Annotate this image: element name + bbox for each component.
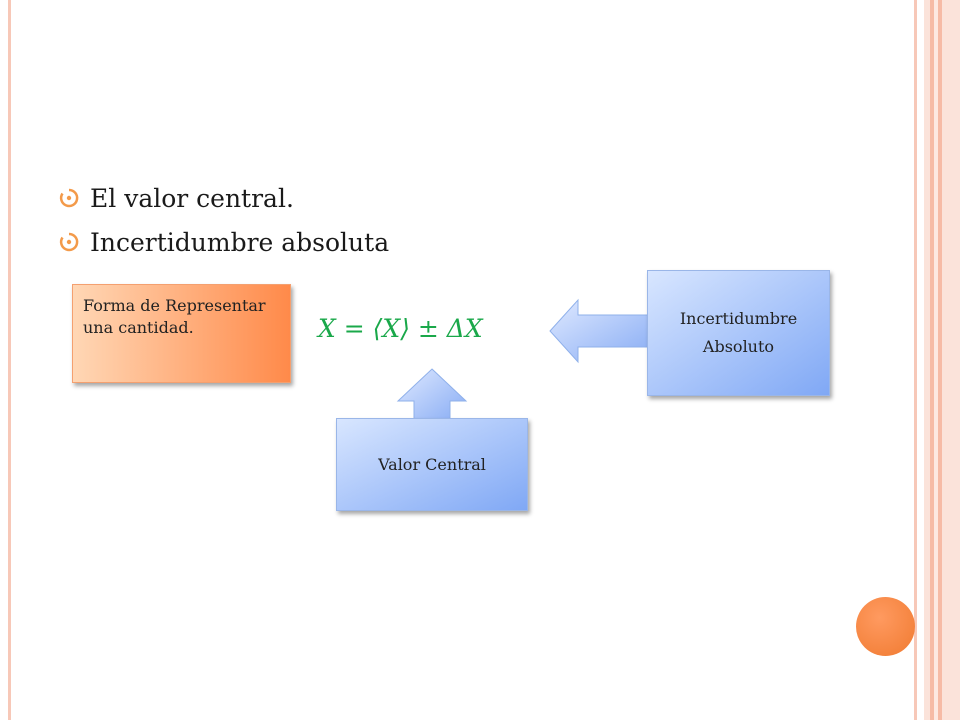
slide-frame-left [8, 0, 11, 720]
bullet-list: El valor central. Incertidumbre absoluta [58, 176, 389, 264]
incertidumbre-line1: Incertidumbre [679, 309, 798, 328]
slide-frame-right [914, 0, 917, 720]
bullet-text: Incertidumbre absoluta [90, 227, 390, 257]
callout-box: Forma de Representar una cantidad. [72, 284, 291, 383]
callout-text: Forma de Representar una cantidad. [83, 296, 266, 337]
bullet-item: El valor central. [58, 176, 389, 220]
incertidumbre-line2: Absoluto [702, 337, 775, 356]
arrow-up-shape [396, 368, 468, 423]
formula: X = ⟨X⟩ ± ΔX [318, 314, 483, 343]
arrow-left-shape [549, 298, 655, 364]
bullet-ring-icon [59, 188, 79, 208]
incertidumbre-box: Incertidumbre Absoluto [647, 270, 830, 396]
valor-central-box: Valor Central [336, 418, 528, 511]
decorative-circle [856, 597, 915, 656]
bullet-ring-icon [59, 232, 79, 252]
decorative-stripes [924, 0, 960, 720]
bullet-item: Incertidumbre absoluta [58, 220, 389, 264]
bullet-text: El valor central. [90, 183, 294, 213]
valor-central-text: Valor Central [378, 454, 486, 474]
